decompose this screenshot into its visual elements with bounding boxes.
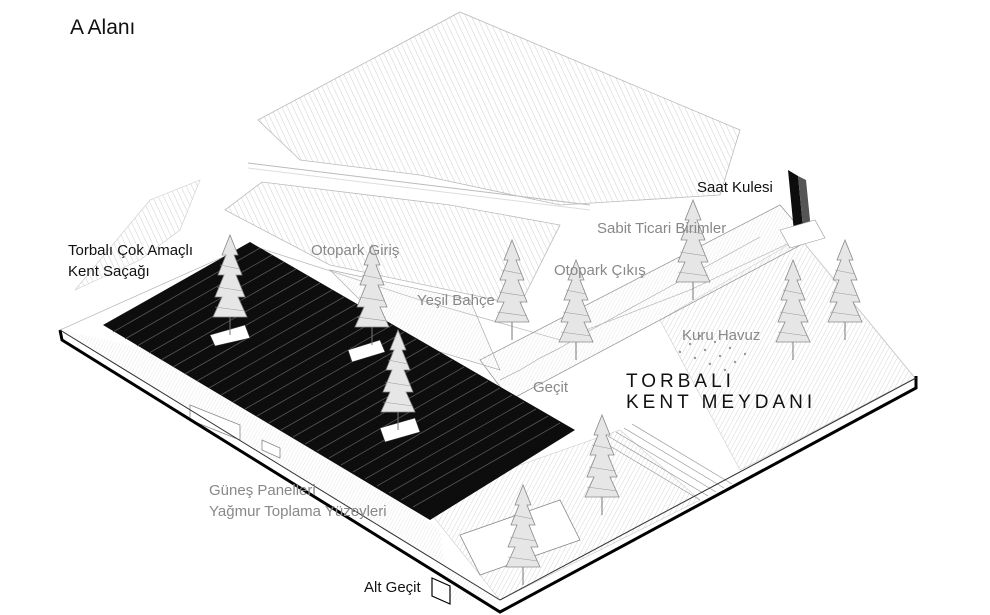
label-saat-kulesi: Saat Kulesi bbox=[697, 179, 773, 196]
label-torbali: TORBALI bbox=[626, 371, 735, 392]
north-parking-field bbox=[257, 11, 741, 206]
commercial-units bbox=[499, 236, 761, 381]
west-parking-field bbox=[224, 181, 561, 306]
label-sabit-ticari: Sabit Ticari Birimler bbox=[597, 220, 727, 237]
clock-tower-icon bbox=[779, 170, 826, 249]
label-otopark-cikis: Otopark Çıkış bbox=[554, 262, 646, 279]
page-title: A Alanı bbox=[70, 16, 136, 39]
label-torbali-cok-amacli: Torbalı Çok Amaçlı bbox=[68, 242, 194, 259]
west-strip bbox=[74, 179, 201, 291]
label-yagmur-toplama: Yağmur Toplama Yüzeyleri bbox=[209, 503, 387, 520]
label-kuru-havuz: Kuru Havuz bbox=[682, 327, 761, 344]
dry-pool-grid bbox=[678, 334, 747, 372]
platform-edge bbox=[58, 329, 918, 614]
underpass bbox=[431, 577, 451, 605]
label-yesil-bahce: Yeşil Bahçe bbox=[417, 292, 495, 309]
label-kent-sacagi: Kent Saçağı bbox=[68, 263, 150, 280]
label-gecit: Geçit bbox=[533, 379, 569, 396]
stairs bbox=[599, 423, 733, 501]
label-alt-gecit: Alt Geçit bbox=[364, 579, 421, 596]
label-otopark-giris: Otopark Giriş bbox=[311, 242, 400, 259]
label-kent-meydani: KENT MEYDANI bbox=[626, 392, 817, 413]
label-gunes-panelleri: Güneş Panelleri bbox=[209, 482, 316, 499]
